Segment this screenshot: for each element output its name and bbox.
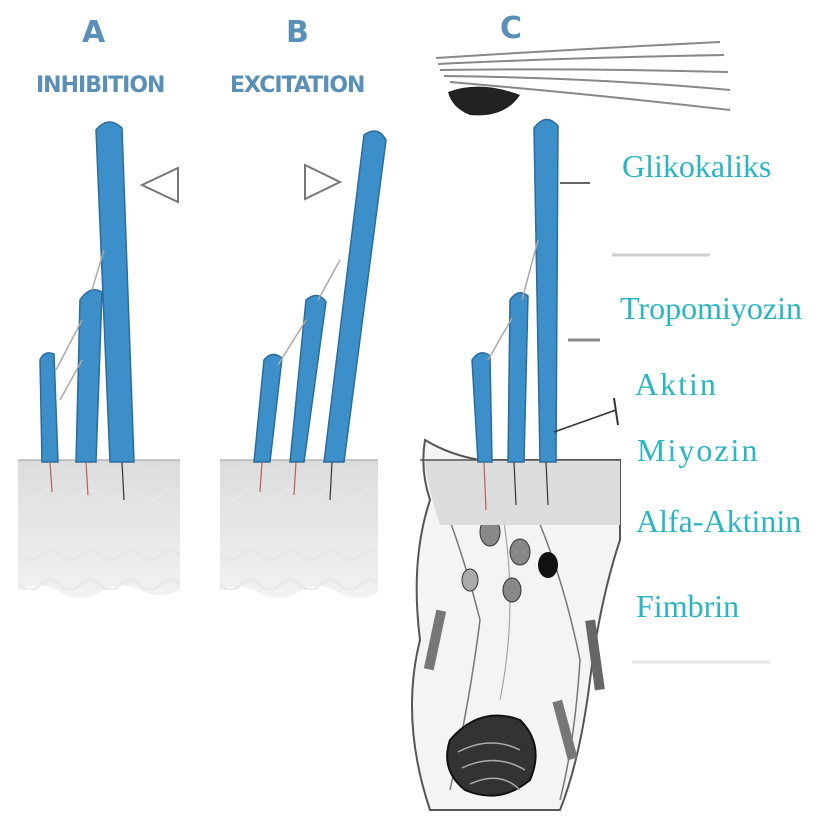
panel-a-letter: A [82,15,106,50]
label-fimbrin: Fimbrin [636,590,739,622]
stereocilium-short [254,354,282,462]
label-aktin: Aktin [635,368,718,400]
label-miyozin: Miyozin [637,434,759,466]
panel-a-title: INHIBITION [36,73,164,98]
panel-b-bundle [220,131,386,598]
stereocilium-mid [508,293,528,462]
arrow-right-icon [305,165,340,199]
tectorial-attachment [448,87,520,116]
label-alfa-aktinin: Alfa-Aktinin [636,505,801,537]
stereocilium-short [40,353,58,462]
stereocilium-tall [324,131,386,462]
stereocilium-mid [76,290,102,462]
panel-b-title: EXCITATION [230,73,364,98]
panel-a-bundle [18,122,180,598]
panel-b-letter: B [286,15,310,50]
panel-c-letter: C [500,11,523,46]
stereocilium-mid [290,295,326,462]
arrow-left-icon [142,168,178,202]
leader-aktin [554,410,616,432]
stereocilium-tall [534,119,558,462]
label-glikokaliks: Glikokaliks [622,150,771,182]
label-tropomiyozin: Tropomiyozin [620,292,802,324]
stereocilium-short [472,353,492,462]
cuticular-plate [424,460,620,525]
